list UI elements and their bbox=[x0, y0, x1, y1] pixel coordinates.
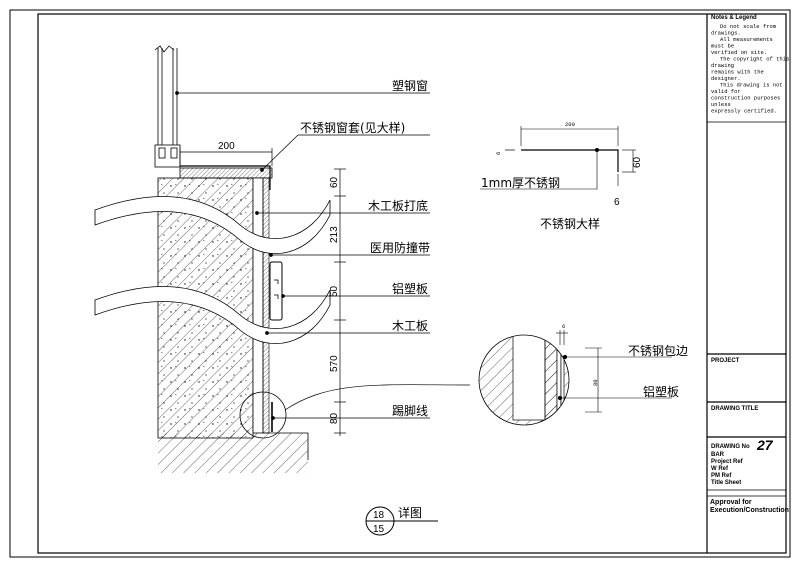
drawing-number: 27 bbox=[756, 437, 774, 453]
notes-line: Do not scale from bbox=[720, 23, 777, 30]
dim-570: 570 bbox=[329, 355, 340, 372]
notes-line: expressly certified. bbox=[711, 108, 777, 115]
steel-detail-title: 不锈钢大样 bbox=[540, 216, 600, 231]
detail-circle bbox=[239, 391, 287, 439]
title-field: BAR bbox=[711, 452, 725, 458]
title-field: PM Ref bbox=[711, 473, 732, 479]
steel-dim-thickness: 6 bbox=[614, 197, 620, 208]
steel-dim-return: 6 bbox=[495, 152, 502, 155]
window-frame bbox=[154, 45, 181, 168]
notes-line: The copyright of this bbox=[720, 56, 789, 63]
leader-lines bbox=[175, 91, 430, 420]
notes-line: drawing bbox=[711, 62, 734, 69]
notes-line: designer. bbox=[711, 75, 741, 82]
notes-line: must be bbox=[711, 43, 734, 50]
label-casing: 不锈钢窗套(见大样) bbox=[300, 120, 405, 135]
title-field: Project Ref bbox=[711, 459, 744, 465]
callout-dim-height: 80 bbox=[592, 379, 599, 386]
steel-dim-width: 200 bbox=[565, 121, 575, 128]
steel-material: 1mm厚不锈钢 bbox=[481, 176, 560, 190]
dim-213: 213 bbox=[329, 226, 340, 243]
notes-line: unless bbox=[711, 101, 731, 108]
title-field: Title Sheet bbox=[711, 480, 741, 486]
svg-text:详图: 详图 bbox=[398, 505, 422, 520]
notes-heading: Notes & Legend bbox=[711, 15, 757, 21]
dim-50: 50 bbox=[329, 285, 340, 297]
notes-line: construction purposes bbox=[711, 95, 780, 102]
svg-text:18: 18 bbox=[373, 510, 385, 521]
footer-note: Approval for Execution/Construction bbox=[710, 499, 789, 514]
notes-line: This drawing is not bbox=[720, 82, 783, 89]
steel-detail bbox=[480, 126, 636, 190]
label-bumper: 医用防撞带 bbox=[370, 240, 430, 255]
detail-reference: 18 15 详图 bbox=[365, 505, 438, 536]
label-skirting: 踢脚线 bbox=[392, 403, 428, 418]
notes-line: verified on site. bbox=[711, 49, 767, 56]
project-label: PROJECT bbox=[711, 358, 740, 364]
drawing-no-label: DRAWING No bbox=[711, 444, 750, 450]
label-window: 塑钢窗 bbox=[392, 78, 428, 93]
drawing-title-label: DRAWING TITLE bbox=[711, 406, 758, 412]
section-dimensions bbox=[179, 148, 346, 436]
label-aluminum-panel: 铝塑板 bbox=[392, 281, 428, 296]
title-block: Notes & Legend Do not scale fromdrawings… bbox=[707, 15, 789, 497]
dim-sill-width: 200 bbox=[218, 141, 235, 152]
dim-60: 60 bbox=[329, 176, 340, 188]
label-wood-board: 木工板 bbox=[392, 319, 428, 333]
callout-label-edge: 不锈钢包边 bbox=[628, 344, 688, 358]
wall-section bbox=[94, 45, 471, 473]
inner-frame bbox=[37, 13, 787, 554]
callout-detail bbox=[478, 330, 672, 426]
notes-line: All measurements bbox=[720, 36, 773, 43]
svg-text:15: 15 bbox=[373, 524, 385, 535]
outer-border bbox=[9, 9, 791, 558]
title-field: W Ref bbox=[711, 466, 729, 472]
callout-label-panel: 铝塑板 bbox=[643, 384, 679, 399]
notes-line: valid for bbox=[711, 88, 741, 95]
steel-dim-height: 60 bbox=[632, 156, 643, 168]
notes-line: remains with the bbox=[711, 69, 764, 76]
label-base-board: 木工板打底 bbox=[368, 198, 428, 213]
callout-dim-thickness: 6 bbox=[562, 323, 565, 330]
notes-line: drawings. bbox=[711, 30, 741, 37]
